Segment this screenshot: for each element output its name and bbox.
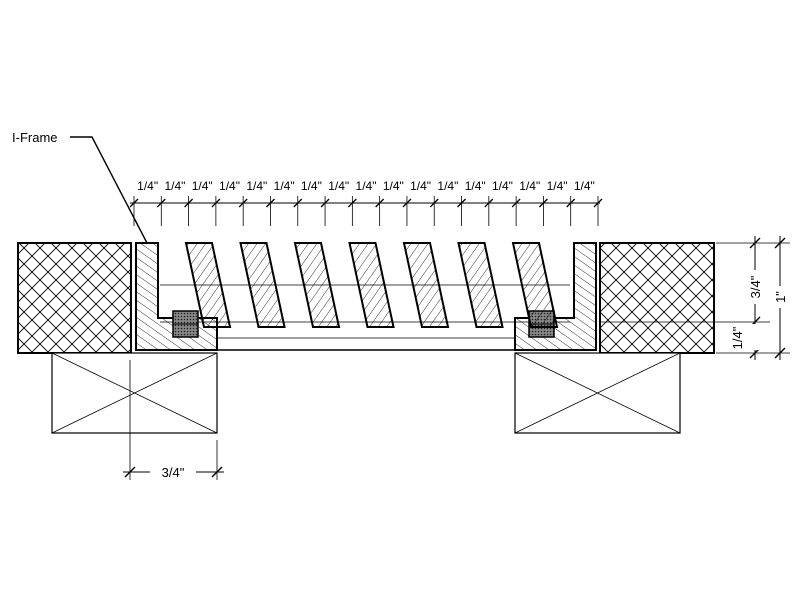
spacing-label: 1/4"	[383, 179, 404, 193]
right-dim-total-label: 1"	[773, 291, 788, 303]
spacing-label: 1/4"	[356, 179, 377, 193]
right-insulation-panel	[599, 242, 715, 354]
i-frame-callout: I-Frame	[12, 130, 148, 244]
spacing-label: 1/4"	[465, 179, 486, 193]
spacing-tick	[484, 198, 494, 208]
louver-slat	[348, 242, 395, 328]
louver-slat	[511, 242, 559, 328]
spacing-label: 1/4"	[519, 179, 540, 193]
spacing-tick	[538, 198, 548, 208]
bottom-dimension: 3/4"	[123, 360, 224, 480]
louver-slat	[402, 242, 450, 328]
spacing-tick	[593, 198, 603, 208]
spacing-tick	[266, 198, 275, 208]
spacing-tick	[429, 198, 439, 208]
bottom-dimension-label: 3/4"	[162, 465, 185, 480]
right-dim-lower-label: 1/4"	[730, 326, 745, 349]
louver-slats	[184, 242, 559, 328]
spacing-tick	[211, 198, 221, 208]
spacing-tick	[347, 198, 357, 208]
spacing-label: 1/4"	[492, 179, 513, 193]
spacing-label: 1/4"	[547, 179, 568, 193]
right-support-block	[514, 352, 681, 434]
spacing-label: 1/4"	[164, 179, 185, 193]
spacing-label: 1/4"	[192, 179, 213, 193]
spacing-tick	[511, 198, 521, 208]
spacing-label: 1/4"	[246, 179, 267, 193]
left-support-block	[51, 352, 218, 434]
spacing-tick	[320, 198, 330, 208]
louver-slat	[457, 242, 504, 328]
spacing-tick	[457, 198, 466, 208]
spacing-tick	[238, 198, 248, 208]
louver-slat	[293, 242, 341, 328]
louver-slat	[239, 242, 286, 328]
spacing-tick	[293, 198, 303, 208]
left-gasket	[172, 310, 199, 338]
louver-slat	[184, 242, 232, 328]
spacing-tick	[184, 198, 194, 208]
i-frame-label: I-Frame	[12, 130, 58, 145]
spacing-tick	[156, 198, 166, 208]
spacing-label: 1/4"	[437, 179, 458, 193]
slat-spacing-dimension: 1/4" 1/4" 1/4" 1/4" 1/4" 1/4" 1/4" 1/4" 1/4" 1/4"…	[129, 179, 603, 226]
spacing-tick	[375, 198, 385, 208]
spacing-label: 1/4"	[410, 179, 431, 193]
spacing-tick	[402, 198, 412, 208]
right-dim-upper-label: 3/4"	[748, 275, 763, 298]
spacing-label: 1/4"	[137, 179, 158, 193]
spacing-label: 1/4"	[574, 179, 595, 193]
spacing-label: 1/4"	[301, 179, 322, 193]
spacing-label: 1/4"	[219, 179, 240, 193]
spacing-label: 1/4"	[328, 179, 349, 193]
spacing-tick	[129, 198, 139, 208]
spacing-label: 1/4"	[274, 179, 295, 193]
spacing-tick	[566, 198, 576, 208]
left-insulation-panel	[17, 242, 132, 354]
right-dimensions: 3/4" 1/4" 1"	[600, 236, 790, 360]
